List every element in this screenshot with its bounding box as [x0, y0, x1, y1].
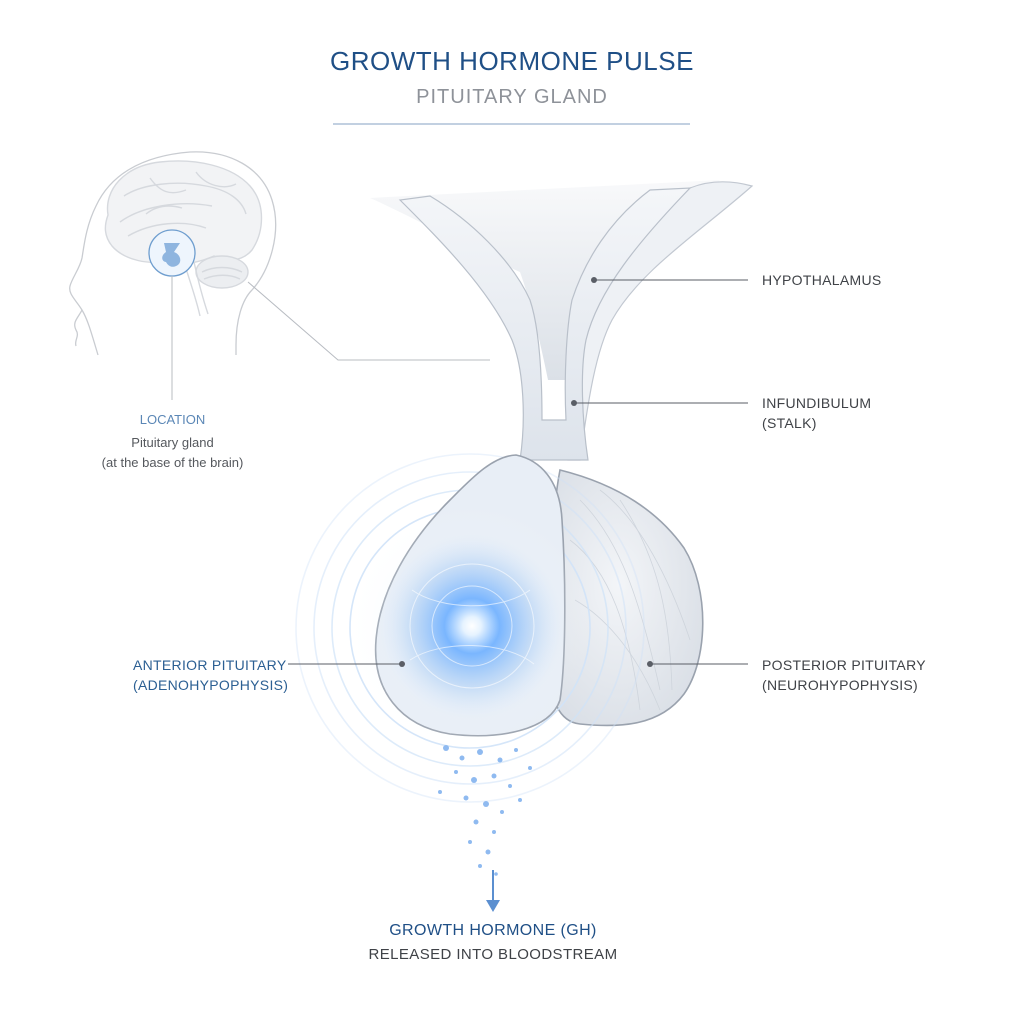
- label-hypothalamus: HYPOTHALAMUS: [762, 270, 882, 290]
- label-posterior-pituitary: POSTERIOR PITUITARY: [762, 655, 926, 675]
- location-text-line2: (at the base of the brain): [80, 455, 265, 470]
- label-posterior-pituitary-sub: (NEUROHYPOPHYSIS): [762, 675, 918, 695]
- release-heading: GROWTH HORMONE (GH): [0, 922, 986, 940]
- inset-connector-line: [248, 282, 490, 360]
- label-anterior-pituitary-sub: (ADENOHYPOPHYSIS): [133, 675, 288, 695]
- arrow-down-icon: [486, 870, 500, 912]
- label-anterior-pituitary: ANTERIOR PITUITARY: [133, 655, 286, 675]
- page-title: GROWTH HORMONE PULSE: [0, 46, 1024, 77]
- glow-core: [380, 534, 564, 718]
- page-subtitle: PITUITARY GLAND: [0, 86, 1024, 109]
- release-subtext: RELEASED INTO BLOODSTREAM: [0, 946, 986, 963]
- location-heading: LOCATION: [100, 412, 245, 427]
- label-infundibulum-sub: (STALK): [762, 413, 817, 433]
- label-infundibulum: INFUNDIBULUM: [762, 393, 871, 413]
- location-text-line1: Pituitary gland: [90, 435, 255, 450]
